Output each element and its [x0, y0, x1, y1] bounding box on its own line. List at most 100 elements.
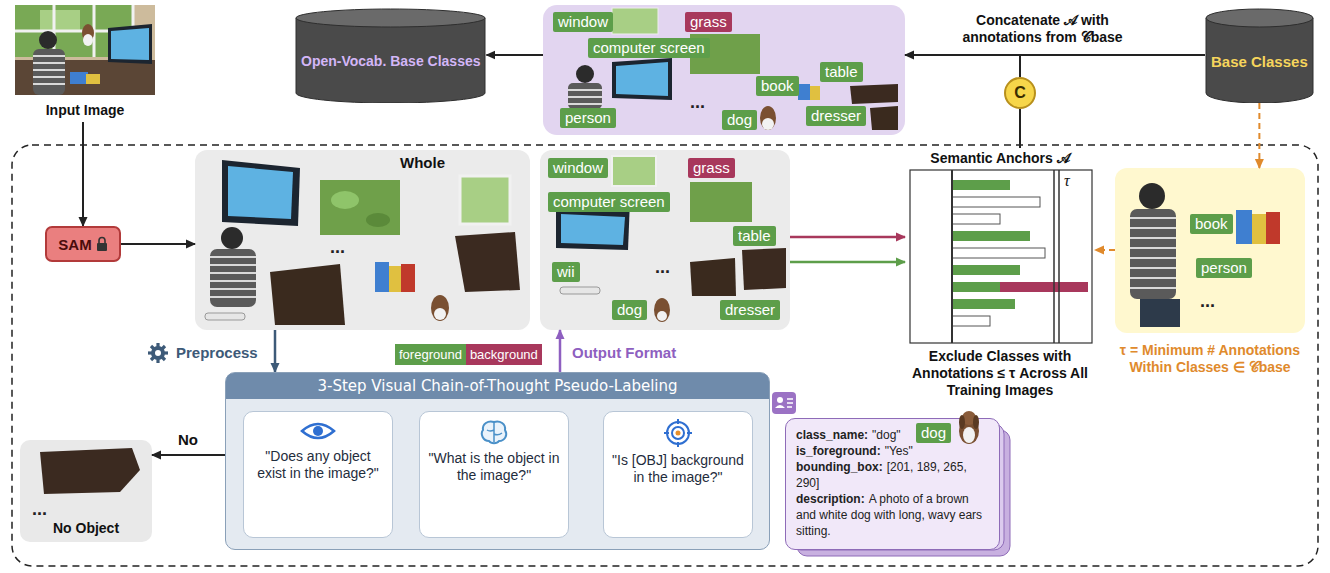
edge-label: Output Format: [572, 344, 676, 361]
gear-icon-part-part: [151, 346, 165, 360]
input-photo-part: [33, 56, 65, 84]
input-photo-part: [86, 74, 100, 84]
annotation-text: Concatenate 𝒜 with annotations from 𝒞bas…: [935, 12, 1150, 46]
connector: [486, 54, 543, 56]
edge-label: No: [178, 431, 198, 448]
brain-icon: [478, 418, 510, 446]
input-photo-part: [83, 34, 93, 46]
input-photo-part: [40, 10, 80, 30]
output-panel-art-part: [543, 5, 905, 135]
ellipsis: ...: [655, 258, 670, 276]
base-class-panel-art-part: [1252, 214, 1266, 244]
labeled-panel: ...windowgrasscomputer screentablewiidog…: [540, 150, 790, 330]
class-tag: grass: [688, 158, 735, 178]
whole-panel-art-part: [210, 249, 256, 307]
output-panel-art: [543, 5, 905, 135]
class-tag: book: [1190, 214, 1233, 234]
chart-title: Semantic Anchors 𝒜: [905, 150, 1095, 167]
class-name: window: [553, 159, 603, 177]
labeled-panel-art-part: [690, 258, 736, 296]
class-tag: wii: [552, 262, 580, 282]
field-key: is_foreground:: [796, 444, 881, 458]
input-photo-part: [108, 24, 152, 64]
class-tag: dresser: [806, 106, 866, 126]
class-tag: book: [756, 76, 799, 96]
connector: [790, 236, 905, 239]
field-key: description:: [796, 492, 865, 506]
box-title: 3-Step Visual Chain-of-Thought Pseudo-La…: [226, 373, 769, 399]
class-name: wii: [557, 263, 575, 281]
gear-icon-part: [148, 343, 168, 363]
step-box: "What is the object in the image?": [419, 411, 569, 538]
class-tag: person: [1196, 258, 1252, 278]
output-panel-art-part: [616, 62, 668, 96]
class-name: computer screen: [593, 39, 705, 57]
whole-panel-art-part: [320, 180, 400, 235]
labeled-panel-art-part: [561, 214, 625, 245]
labeled-panel-art: [540, 150, 790, 330]
whole-panel-art-part: [222, 160, 300, 226]
anchor-bar-chart: [910, 170, 1092, 343]
whole-panel-art-part: [375, 262, 389, 292]
base-class-panel-art-part: [1130, 218, 1176, 288]
labeled-panel-art-part: [742, 248, 786, 290]
class-name: book: [1195, 215, 1228, 233]
output-panel-art-part: [568, 90, 602, 104]
target-icon: [663, 418, 693, 448]
output-panel-art-part: [760, 106, 776, 130]
class-name: dresser: [725, 301, 775, 319]
chart-caption: Exclude Classes with Annotations ≤ τ Acr…: [905, 348, 1095, 399]
anchor-bar-chart-part: [952, 316, 990, 326]
output-panel-art-part: [850, 84, 898, 104]
anchor-bar-chart-part: [952, 265, 1020, 275]
base-class-panel-art-part: [1139, 183, 1165, 209]
base-class-panel-art-part: [1266, 212, 1280, 244]
whole-panel-art-part: [221, 227, 243, 249]
anchor-bar-chart-part: [951, 170, 953, 343]
class-name: table: [825, 63, 858, 81]
output-panel-art-part: [762, 118, 774, 130]
panel-title: Whole: [400, 154, 445, 171]
anchor-bar-chart-part: [1053, 170, 1055, 343]
input-photo-part: [15, 5, 155, 95]
no-object-panel: ...No Object: [20, 440, 152, 542]
no-object-panel-art-part: [40, 448, 140, 494]
anchor-bar-chart-part: [1058, 170, 1060, 343]
class-name: grass: [690, 13, 727, 31]
legend-text: background: [470, 347, 538, 362]
base-class-panel-art-part: [1115, 168, 1305, 333]
class-tag: dresser: [720, 300, 780, 320]
gear-icon-part: [155, 350, 161, 356]
step-box: "Does any object exist in the image?": [243, 411, 393, 538]
chat-icon-part: [772, 392, 796, 414]
base-class-panel-art: [1115, 168, 1305, 333]
output-panel-art-part: [870, 106, 898, 130]
labeled-panel-art-part: [560, 287, 600, 294]
class-tag: table: [820, 62, 863, 82]
field-value: "dog": [872, 428, 901, 442]
class-name: person: [1201, 259, 1247, 277]
ellipsis: ...: [690, 93, 705, 111]
connector: [559, 330, 562, 372]
annotation-text: τ = Minimum # Annotations Within Classes…: [1112, 342, 1308, 376]
whole-panel-art-part: [460, 176, 510, 224]
class-name: table: [738, 227, 771, 245]
ellipsis: ...: [330, 238, 345, 256]
class-tag: computer screen: [588, 38, 710, 58]
anchor-bar-chart-part: [952, 197, 1040, 207]
legend-swatch: foreground: [395, 344, 466, 365]
output-panel-art-part: [568, 83, 602, 109]
whole-panel-art-part: [455, 232, 520, 292]
connector: [1019, 109, 1021, 148]
step-question: "Is [OBJ] background in the image?": [612, 452, 744, 486]
labeled-panel-art-part: [612, 156, 656, 186]
class-tag: dog: [722, 110, 757, 130]
connector: [790, 261, 905, 264]
dashed-region: [12, 145, 1318, 566]
anchor-bar-chart-part: [910, 170, 1092, 343]
whole-panel-art-part: [270, 264, 345, 325]
class-tag: window: [548, 158, 608, 178]
labeled-panel-art-part: [690, 182, 752, 222]
